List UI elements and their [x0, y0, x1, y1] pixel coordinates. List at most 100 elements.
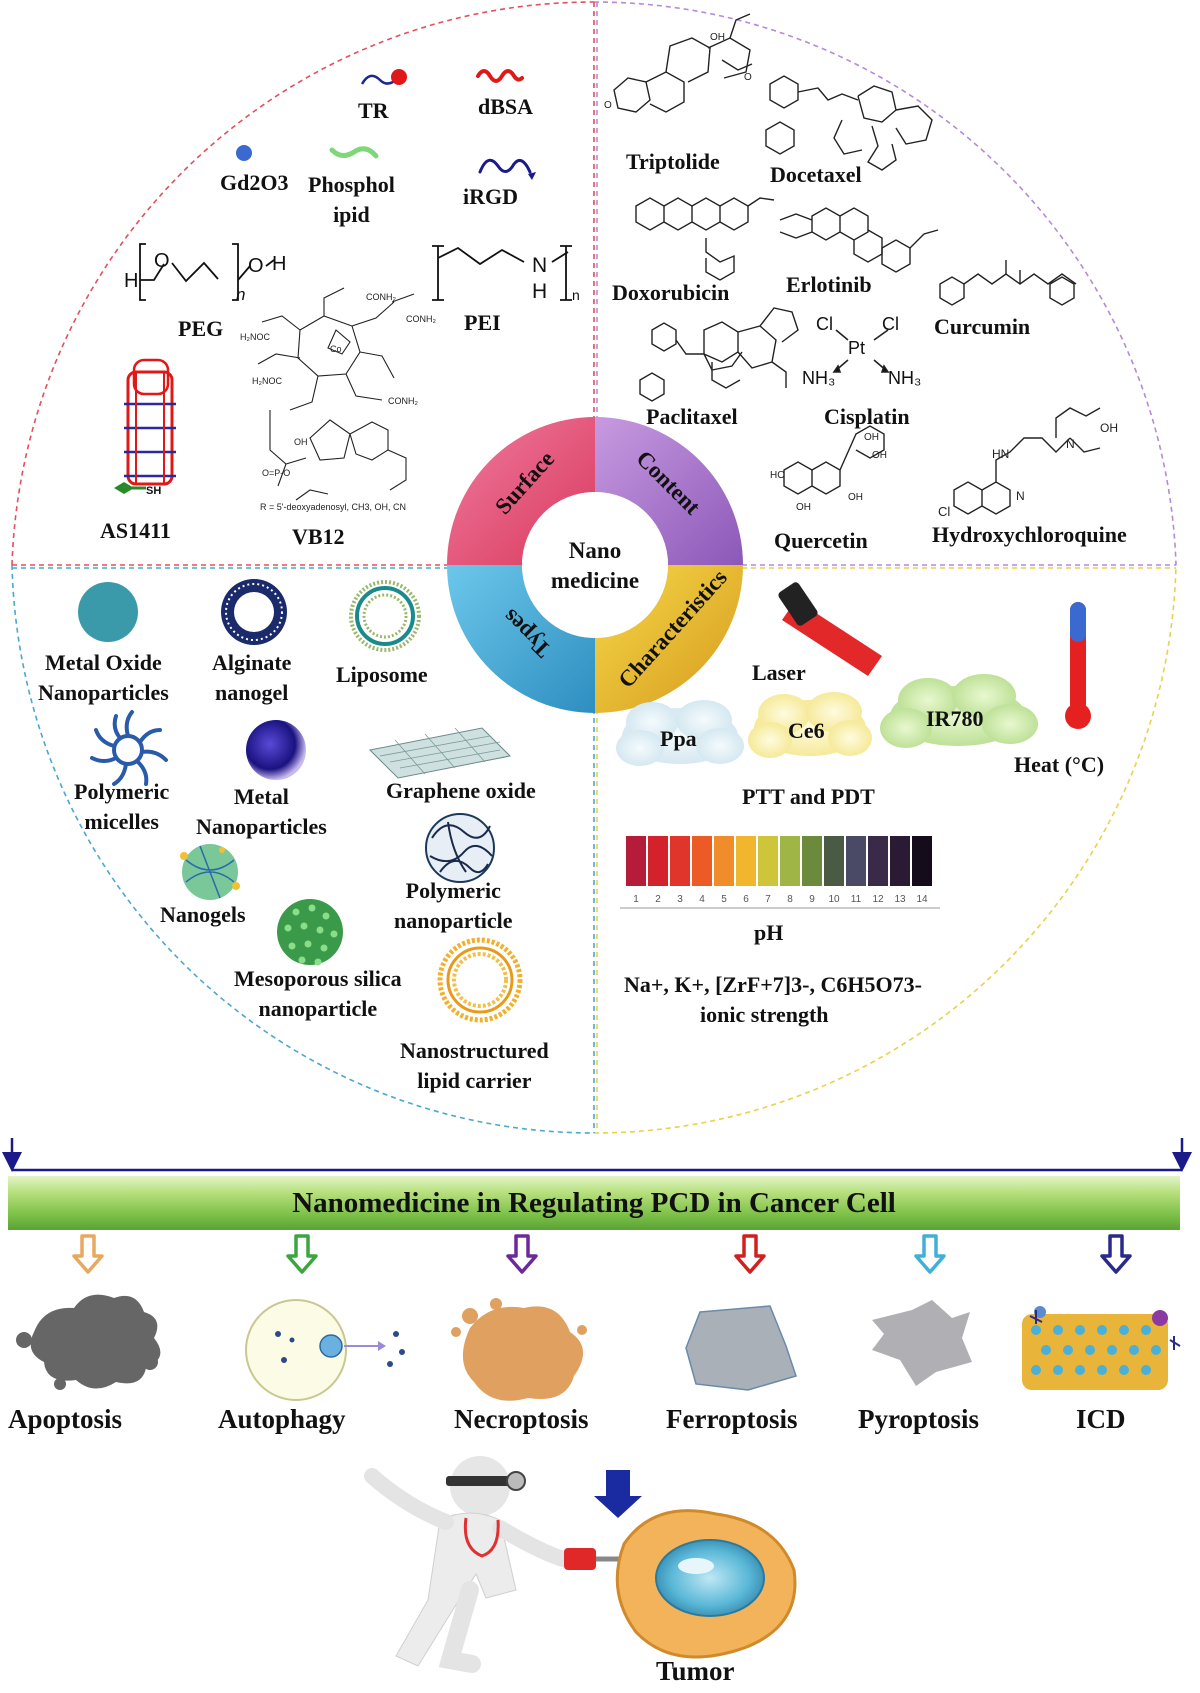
- hub-characteristics: [595, 565, 743, 713]
- label-gd2o3: Gd2O3: [220, 168, 288, 198]
- label-tr: TR: [358, 98, 389, 123]
- label-ferroptosis: Ferroptosis: [666, 1404, 798, 1434]
- nanogel-icon: [180, 844, 240, 900]
- svg-text:H: H: [124, 270, 138, 292]
- content-arc: [593, 1, 1177, 566]
- vb12-structure: CONH₂ CONH₂ H₂NOC H₂NOC CONH₂ Co O=P-O O…: [240, 287, 436, 501]
- nlc-line1: Nanostructured: [400, 1038, 549, 1063]
- polymeric-micelle-icon: [90, 710, 168, 786]
- ph-swatch: [890, 836, 910, 886]
- svg-text:N: N: [532, 254, 547, 277]
- ph-scale-number: 5: [721, 894, 727, 905]
- erlotinib-structure: [779, 207, 939, 273]
- svg-text:CONH₂: CONH₂: [388, 396, 418, 406]
- polymeric-np-line2: nanoparticle: [394, 908, 513, 933]
- ppa-cloud-icon: [616, 700, 744, 766]
- svg-text:HO: HO: [770, 470, 785, 481]
- micelles-line1: Polymeric: [74, 779, 170, 804]
- svg-text:n: n: [236, 285, 245, 304]
- nanostructured-lipid-carrier-icon: [437, 937, 523, 1023]
- tr-peptide-icon: [360, 74, 399, 85]
- label-erlotinib: Erlotinib: [786, 272, 872, 297]
- pcd-down-arrow-icon: [286, 1234, 318, 1274]
- ph-scale-number: 7: [765, 894, 771, 905]
- polymeric-np-line1: Polymeric: [405, 878, 501, 903]
- hub-center-line1: Nano: [568, 538, 622, 563]
- label-ppa: Ppa: [660, 726, 697, 751]
- svg-text:SH: SH: [146, 485, 161, 497]
- banner-title: Nanomedicine in Regulating PCD in Cancer…: [292, 1186, 896, 1219]
- label-necroptosis: Necroptosis: [454, 1404, 589, 1434]
- paclitaxel-structure: [639, 307, 799, 402]
- metal-np-line1: Metal: [233, 784, 289, 809]
- svg-text:HN: HN: [992, 447, 1009, 461]
- svg-text:N: N: [1066, 437, 1075, 451]
- metal-oxide-line1: Metal Oxide: [45, 650, 162, 675]
- pyroptosis-cell-icon: [872, 1300, 972, 1386]
- content-structures: O OH O: [604, 13, 1118, 519]
- types-icons: [78, 579, 523, 1023]
- outer-circle: [11, 1, 1177, 1134]
- ph-swatch: [736, 836, 756, 886]
- svg-text:Pt: Pt: [848, 338, 865, 358]
- svg-text:CONH₂: CONH₂: [366, 292, 396, 302]
- mesoporous-silica-icon: [277, 899, 343, 966]
- peg-structure: H O n O H: [124, 243, 286, 304]
- icd-cells-icon: [1022, 1306, 1181, 1390]
- svg-text:Cl: Cl: [816, 314, 833, 334]
- ph-swatch: [780, 836, 800, 886]
- pcd-illustrations: [16, 1294, 1181, 1401]
- ph-swatch: [692, 836, 712, 886]
- doctor-tumor-illustration: [364, 1456, 797, 1673]
- doxorubicin-structure: [635, 197, 775, 281]
- label-ir780: IR780: [926, 706, 984, 731]
- curcumin-structure: [939, 260, 1077, 306]
- pcd-down-arrow-icon: [506, 1234, 538, 1274]
- dbsa-icon: [476, 69, 524, 83]
- metal-nanoparticle-icon: [246, 720, 306, 780]
- label-nanostructured-lipid-carrier: Nanostructured lipid carrier: [400, 1036, 549, 1096]
- pcd-down-arrow-icon: [1100, 1234, 1132, 1274]
- label-liposome: Liposome: [336, 662, 428, 687]
- docetaxel-structure: [765, 75, 933, 171]
- alginate-line2: nanogel: [215, 680, 289, 705]
- alginate-nanogel-icon: [221, 579, 287, 645]
- label-dbsa: dBSA: [478, 94, 534, 119]
- ph-scale-number: 14: [916, 894, 928, 905]
- metal-oxide-nanoparticle-icon: [78, 582, 138, 642]
- quercetin-structure: HO OH OH OH OH: [770, 425, 887, 513]
- label-peg: PEG: [178, 316, 224, 341]
- pcd-down-arrow-icon: [72, 1234, 104, 1274]
- metal-np-line2: Nanoparticles: [196, 814, 327, 839]
- ph-scale-number: 3: [677, 894, 683, 905]
- label-paclitaxel: Paclitaxel: [646, 404, 738, 429]
- svg-text:n: n: [572, 287, 580, 303]
- svg-text:H₂NOC: H₂NOC: [240, 332, 270, 342]
- label-metal-oxide-nanoparticles: Metal Oxide Nanoparticles: [38, 648, 169, 708]
- svg-text:OH: OH: [294, 437, 308, 447]
- gd2o3-text: Gd2O3: [220, 170, 289, 195]
- label-laser: Laser: [752, 660, 806, 685]
- metal-oxide-line2: Nanoparticles: [38, 680, 169, 705]
- thermometer-icon: [1065, 602, 1091, 729]
- doctor-figure-icon: [364, 1456, 622, 1673]
- surface-icons: H O n O H N H n: [114, 69, 580, 501]
- hydroxychloroquine-structure: Cl HN N OH N: [938, 407, 1118, 519]
- tumor-cell-icon: [615, 1509, 797, 1659]
- label-tumor: Tumor: [656, 1656, 735, 1686]
- graphene-oxide-icon: [368, 727, 512, 779]
- ph-scale-number: 2: [655, 894, 661, 905]
- label-docetaxel: Docetaxel: [770, 162, 862, 187]
- label-phospholipid: Phosphol ipid: [308, 170, 395, 230]
- ph-swatch: [824, 836, 844, 886]
- ph-scale-number: 8: [787, 894, 793, 905]
- apoptosis-cell-icon: [16, 1294, 161, 1390]
- polymeric-nanoparticle-icon: [425, 813, 495, 883]
- ph-swatch: [912, 836, 932, 886]
- label-quercetin: Quercetin: [774, 528, 868, 553]
- hub-center-label: Nano medicine: [548, 536, 642, 596]
- pcd-down-arrow-icon: [734, 1234, 766, 1274]
- label-autophagy: Autophagy: [218, 1404, 346, 1434]
